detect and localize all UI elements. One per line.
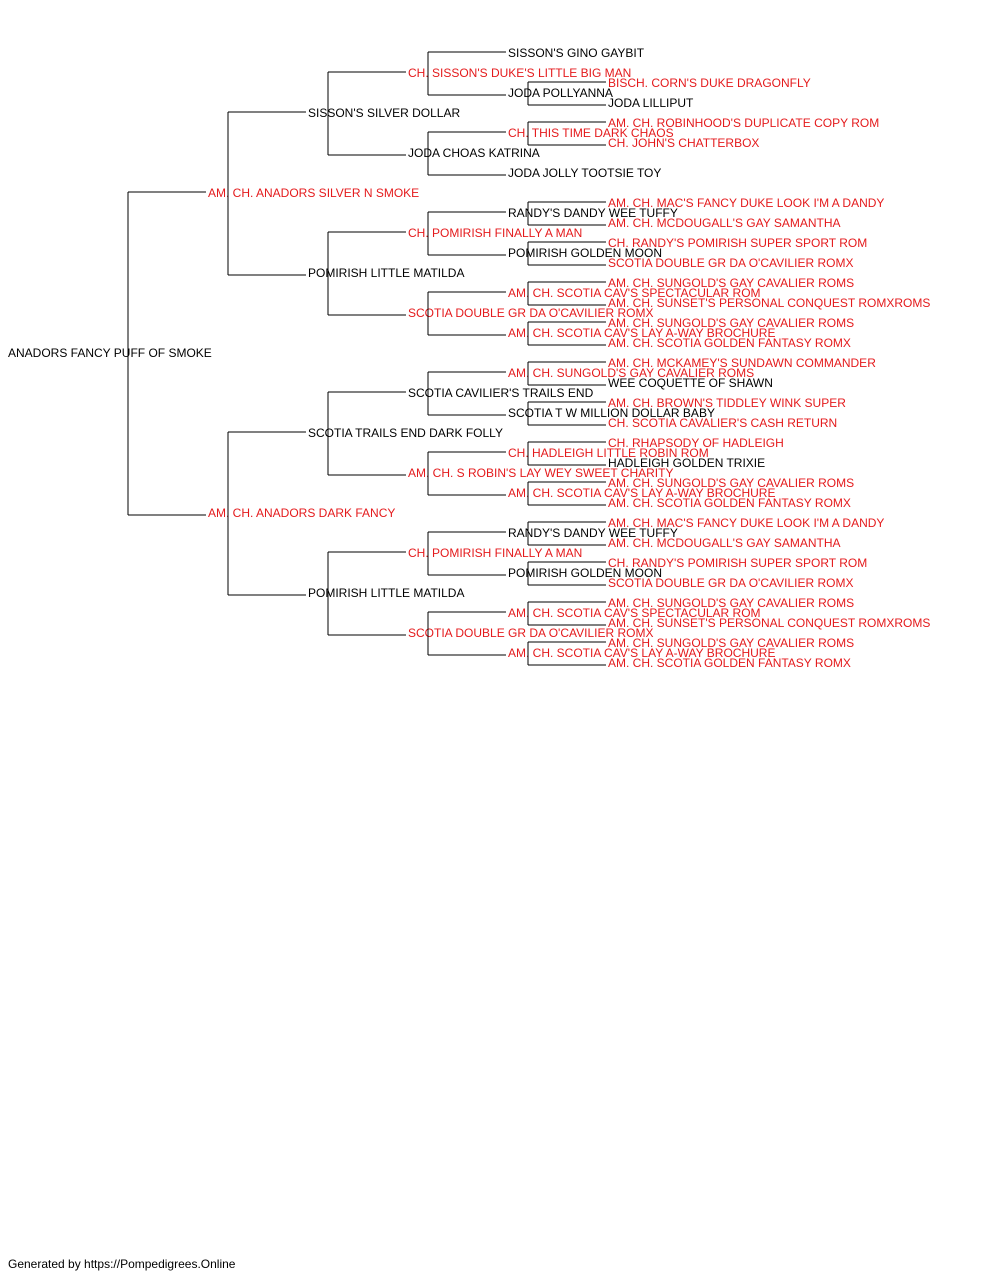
ancestor-name: CH. THIS TIME DARK CHAOS <box>508 126 674 140</box>
ancestor-name: POMIRISH GOLDEN MOON <box>508 566 662 580</box>
ancestor-name: CH. POMIRISH FINALLY A MAN <box>408 546 582 560</box>
ancestor-name: POMIRISH GOLDEN MOON <box>508 246 662 260</box>
ancestor-name: AM. CH. SCOTIA CAV'S SPECTACULAR ROM <box>508 286 761 300</box>
ancestor-name: WEE COQUETTE OF SHAWN <box>608 376 773 390</box>
ancestor-name: AM. CH. SCOTIA GOLDEN FANTASY ROMX <box>608 656 851 670</box>
ancestor-name: AM. CH. S ROBIN'S LAY WEY SWEET CHARITY <box>408 466 673 480</box>
ancestor-name: RANDY'S DANDY WEE TUFFY <box>508 206 678 220</box>
ancestor-name: AM. CH. SUNGOLD'S GAY CAVALIER ROMS <box>508 366 754 380</box>
ancestor-name: SCOTIA T W MILLION DOLLAR BABY <box>508 406 715 420</box>
generated-by-footer: Generated by https://Pompedigrees.Online <box>8 1257 236 1271</box>
ancestor-name: BISCH. CORN'S DUKE DRAGONFLY <box>608 76 811 90</box>
ancestor-name: AM. CH. SUNGOLD'S GAY CAVALIER ROMS <box>608 636 854 650</box>
ancestor-name: AM. CH. SUNGOLD'S GAY CAVALIER ROMS <box>608 596 854 610</box>
ancestor-name: AM. CH. MCDOUGALL'S GAY SAMANTHA <box>608 216 841 230</box>
ancestor-name: POMIRISH LITTLE MATILDA <box>308 266 464 280</box>
ancestor-name: CH. SISSON'S DUKE'S LITTLE BIG MAN <box>408 66 631 80</box>
ancestor-name: SCOTIA DOUBLE GR DA O'CAVILIER ROMX <box>408 626 653 640</box>
ancestor-name: AM. CH. ANADORS SILVER N SMOKE <box>208 186 419 200</box>
ancestor-name: AM. CH. SCOTIA CAV'S LAY A-WAY BROCHURE <box>508 646 775 660</box>
ancestor-name: AM. CH. BROWN'S TIDDLEY WINK SUPER <box>608 396 846 410</box>
ancestor-name: SCOTIA DOUBLE GR DA O'CAVILIER ROMX <box>608 576 853 590</box>
ancestor-name: AM. CH. ANADORS DARK FANCY <box>208 506 395 520</box>
ancestor-name: SISSON'S SILVER DOLLAR <box>308 106 460 120</box>
ancestor-name: CH. RHAPSODY OF HADLEIGH <box>608 436 784 450</box>
ancestor-name: AM. CH. SUNGOLD'S GAY CAVALIER ROMS <box>608 276 854 290</box>
ancestor-name: JODA LILLIPUT <box>608 96 694 110</box>
ancestor-name: CH. RANDY'S POMIRISH SUPER SPORT ROM <box>608 236 867 250</box>
ancestor-name: JODA CHOAS KATRINA <box>408 146 540 160</box>
ancestor-name: CH. HADLEIGH LITTLE ROBIN ROM <box>508 446 709 460</box>
ancestor-name: AM. CH. SUNSET'S PERSONAL CONQUEST ROMXR… <box>608 616 930 630</box>
ancestor-name: SCOTIA DOUBLE GR DA O'CAVILIER ROMX <box>608 256 853 270</box>
ancestor-name: SCOTIA CAVILIER'S TRAILS END <box>408 386 594 400</box>
ancestor-name: AM. CH. SUNGOLD'S GAY CAVALIER ROMS <box>608 476 854 490</box>
ancestor-name: SCOTIA DOUBLE GR DA O'CAVILIER ROMX <box>408 306 653 320</box>
ancestor-name: SCOTIA TRAILS END DARK FOLLY <box>308 426 503 440</box>
ancestor-name: CH. JOHN'S CHATTERBOX <box>608 136 759 150</box>
ancestor-name: POMIRISH LITTLE MATILDA <box>308 586 464 600</box>
ancestor-name: AM. CH. MAC'S FANCY DUKE LOOK I'M A DAND… <box>608 516 884 530</box>
ancestor-name: AM. CH. ROBINHOOD'S DUPLICATE COPY ROM <box>608 116 879 130</box>
ancestor-name: AM. CH. MCKAMEY'S SUNDAWN COMMANDER <box>608 356 876 370</box>
ancestor-name: HADLEIGH GOLDEN TRIXIE <box>608 456 765 470</box>
ancestor-name: AM. CH. MCDOUGALL'S GAY SAMANTHA <box>608 536 841 550</box>
ancestor-name: RANDY'S DANDY WEE TUFFY <box>508 526 678 540</box>
ancestor-name: AM. CH. SCOTIA CAV'S LAY A-WAY BROCHURE <box>508 326 775 340</box>
ancestor-name: JODA JOLLY TOOTSIE TOY <box>508 166 661 180</box>
ancestor-name: AM. CH. SUNSET'S PERSONAL CONQUEST ROMXR… <box>608 296 930 310</box>
ancestor-name: CH. SCOTIA CAVALIER'S CASH RETURN <box>608 416 837 430</box>
ancestor-name: CH. RANDY'S POMIRISH SUPER SPORT ROM <box>608 556 867 570</box>
ancestor-name: AM. CH. SCOTIA CAV'S LAY A-WAY BROCHURE <box>508 486 775 500</box>
ancestor-name: AM. CH. SCOTIA GOLDEN FANTASY ROMX <box>608 496 851 510</box>
ancestor-name: AM. CH. SCOTIA CAV'S SPECTACULAR ROM <box>508 606 761 620</box>
ancestor-name: JODA POLLYANNA <box>508 86 613 100</box>
ancestor-name: AM. CH. SCOTIA GOLDEN FANTASY ROMX <box>608 336 851 350</box>
ancestor-name: SISSON'S GINO GAYBIT <box>508 46 645 60</box>
ancestor-name: CH. POMIRISH FINALLY A MAN <box>408 226 582 240</box>
subject-dog-name: ANADORS FANCY PUFF OF SMOKE <box>8 346 212 360</box>
ancestor-name: AM. CH. MAC'S FANCY DUKE LOOK I'M A DAND… <box>608 196 884 210</box>
ancestor-name: AM. CH. SUNGOLD'S GAY CAVALIER ROMS <box>608 316 854 330</box>
